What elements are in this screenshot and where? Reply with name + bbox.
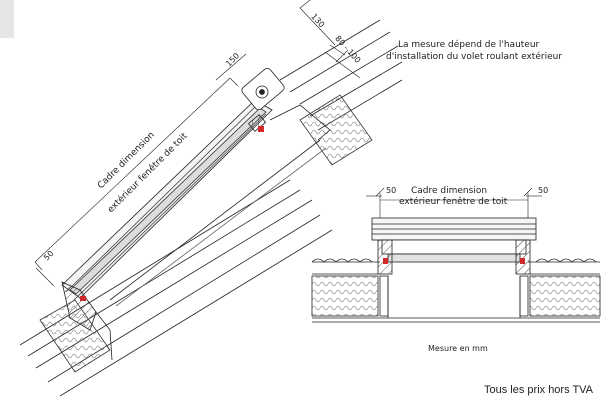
angled-section-view [19, 0, 403, 397]
cross-section-view [311, 187, 601, 323]
section-dimension-left: 50 [386, 186, 397, 195]
insulation-right [529, 275, 601, 317]
corner-marker [0, 0, 14, 38]
rafter-hatch-lower [39, 299, 111, 373]
section-frame-label-line1: Cadre dimension [411, 186, 488, 196]
roof-tiles-left [311, 258, 373, 263]
section-frame [381, 239, 527, 255]
frame-lower-detail [61, 281, 97, 331]
flashing-upper [269, 104, 331, 141]
price-footer-note: Tous les prix hors TVA [484, 384, 594, 396]
unit-note: Mesure en mm [428, 344, 488, 353]
insulation-left [311, 275, 379, 317]
section-frame-label-line2: extérieur fenêtre de toit [399, 197, 508, 207]
section-side-left [377, 239, 393, 275]
mounting-note-line1: La mesure dépend de l'hauteur [398, 40, 540, 50]
section-side-right [515, 239, 531, 275]
roof-layers [19, 19, 403, 397]
dimension-lines [34, 0, 361, 287]
rafter-hatch-upper [299, 94, 373, 166]
section-dimension-right: 50 [538, 186, 549, 195]
roof-tiles-right [535, 258, 597, 263]
mounting-note-line2: d'installation du volet roulant extérieu… [386, 52, 563, 62]
